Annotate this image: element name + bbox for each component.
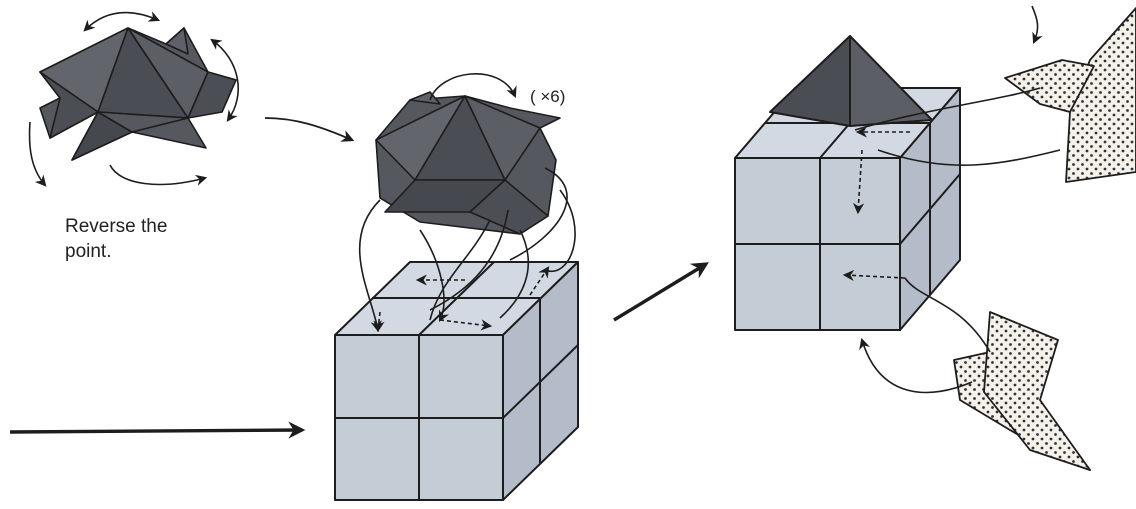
reverse-point-label: Reverse the point. — [65, 214, 167, 264]
curved-arrow-icon — [430, 74, 515, 100]
straight-arrow-icon — [10, 430, 302, 432]
reverse-label-line2: point. — [65, 241, 111, 262]
cube-2x2x2 — [335, 262, 578, 500]
reverse-label-line1: Reverse the — [65, 216, 167, 237]
dotted-paper-icon — [1005, 8, 1136, 182]
repeat-count-label: ( ×6) — [530, 84, 565, 109]
unit-over-cube — [376, 92, 560, 234]
unit-reverse-point — [40, 28, 236, 160]
straight-arrow-icon — [614, 264, 706, 320]
cube-with-pyramid — [735, 36, 960, 330]
curved-arrow-icon — [265, 118, 352, 140]
dotted-paper-icon — [954, 312, 1090, 470]
